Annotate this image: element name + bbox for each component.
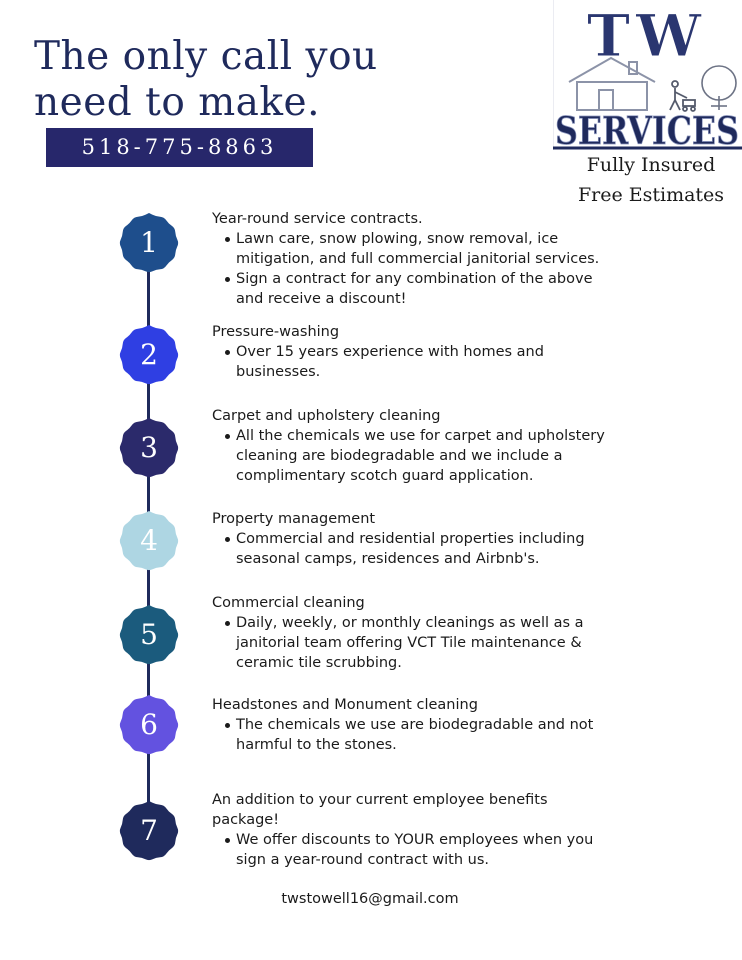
service-bullet: All the chemicals we use for carpet and …: [212, 426, 612, 486]
service-bullet: We offer discounts to YOUR employees whe…: [212, 830, 612, 870]
service-title: Headstones and Monument cleaning: [212, 697, 478, 713]
service-bullet-list: Over 15 years experience with homes and …: [212, 342, 612, 382]
headline-line-1: The only call you: [34, 34, 378, 79]
service-bullet-list: Daily, weekly, or monthly cleanings as w…: [212, 613, 612, 673]
service-item-7: An addition to your current employee ben…: [212, 790, 612, 870]
service-bullet-list: Lawn care, snow plowing, snow removal, i…: [212, 229, 612, 309]
service-bullet: Lawn care, snow plowing, snow removal, i…: [212, 229, 612, 269]
step-badge-1: 1: [118, 212, 180, 274]
service-title: Commercial cleaning: [212, 595, 365, 611]
tree-icon: [701, 65, 737, 110]
headline: The only call you need to make.: [34, 34, 378, 126]
badge-shape-icon: [119, 418, 179, 478]
contact-email: twstowell16@gmail.com: [281, 891, 459, 907]
house-icon: [568, 56, 656, 111]
service-bullet: The chemicals we use are biodegradable a…: [212, 715, 612, 755]
service-title: Pressure-washing: [212, 324, 340, 340]
step-number: 5: [140, 618, 158, 651]
service-bullet: Over 15 years experience with homes and …: [212, 342, 612, 382]
step-badge-3: 3: [118, 417, 180, 479]
badge-shape-icon: [119, 605, 179, 665]
step-badge-7: 7: [118, 800, 180, 862]
logo-letters: TW: [587, 2, 707, 70]
step-number: 7: [140, 814, 158, 847]
step-number: 6: [140, 708, 158, 741]
service-bullet-list: All the chemicals we use for carpet and …: [212, 426, 612, 486]
step-badge-5: 5: [118, 604, 180, 666]
logo-word: SERVICES: [555, 108, 739, 150]
lawnmower-person-icon: [669, 80, 696, 112]
service-bullet: Commercial and residential properties in…: [212, 529, 612, 569]
step-number: 3: [140, 431, 158, 464]
service-bullet: Sign a contract for any combination of t…: [212, 269, 612, 309]
step-badge-4: 4: [118, 510, 180, 572]
step-number: 2: [140, 338, 158, 371]
badge-shape-icon: [119, 801, 179, 861]
tagline-free-estimates: Free Estimates: [577, 184, 725, 206]
step-badge-6: 6: [118, 694, 180, 756]
service-title: Property management: [212, 511, 376, 527]
step-number: 4: [140, 524, 158, 557]
service-item-1: Year-round service contracts. Lawn care, …: [212, 209, 612, 309]
tagline-fully-insured: Fully Insured: [586, 154, 716, 176]
badge-shape-icon: [119, 213, 179, 273]
service-bullet-list: Commercial and residential properties in…: [212, 529, 612, 569]
logo-graphic: TW SERVICES: [552, 0, 742, 153]
phone-number: 518-775-8863: [46, 128, 313, 167]
tw-services-logo: TW SERVICES: [552, 0, 742, 153]
service-title: Year-round service contracts.: [212, 211, 423, 227]
badge-shape-icon: [119, 325, 179, 385]
step-number: 1: [140, 226, 158, 259]
service-title: Carpet and upholstery cleaning: [212, 408, 441, 424]
badge-shape-icon: [119, 695, 179, 755]
step-badge-2: 2: [118, 324, 180, 386]
service-title: An addition to your current employee ben…: [212, 792, 548, 828]
headline-line-2: need to make.: [34, 80, 321, 125]
service-bullet-list: The chemicals we use are biodegradable a…: [212, 715, 612, 755]
service-bullet-list: We offer discounts to YOUR employees whe…: [212, 830, 612, 870]
badge-shape-icon: [119, 511, 179, 571]
service-bullet: Daily, weekly, or monthly cleanings as w…: [212, 613, 612, 673]
